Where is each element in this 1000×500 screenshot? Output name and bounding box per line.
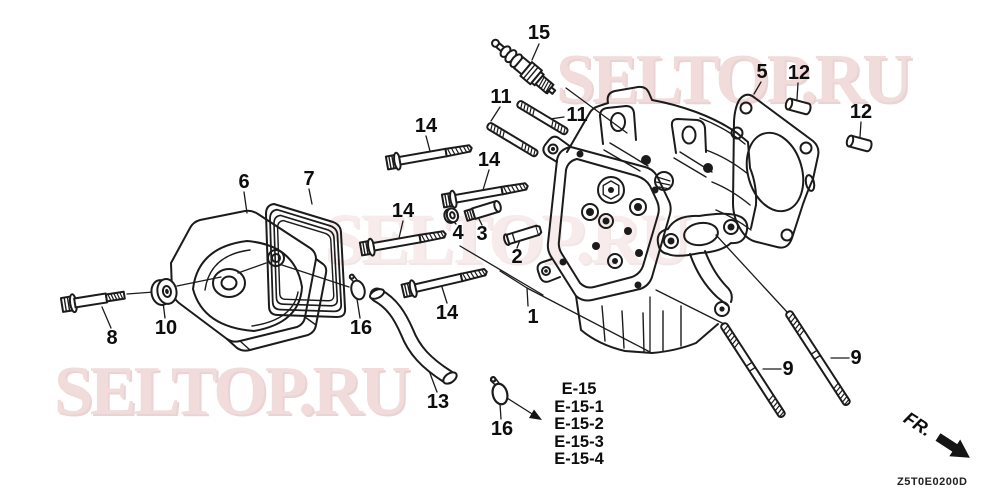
spark-plug bbox=[491, 38, 557, 95]
watermark-bottom: SELTOP.RU bbox=[54, 353, 411, 430]
leader-lines bbox=[101, 43, 862, 420]
reference-link-E-15[interactable]: E-15 bbox=[561, 380, 597, 398]
head-bolt-14-d bbox=[400, 262, 490, 301]
reference-link-E-15-3[interactable]: E-15-3 bbox=[554, 432, 604, 451]
reference-link-E-15-4[interactable]: E-15-4 bbox=[554, 450, 604, 469]
reference-link-E-15-2[interactable]: E-15-2 bbox=[554, 415, 604, 434]
dowel-pin-12-b bbox=[844, 133, 874, 154]
clamp-16-a bbox=[346, 271, 368, 302]
stud-9-a bbox=[719, 321, 787, 420]
head-bolt-14-a bbox=[384, 138, 475, 173]
valve-cover bbox=[170, 209, 328, 352]
stud-11-a bbox=[485, 120, 540, 159]
washer-4 bbox=[443, 207, 460, 224]
pivot-3 bbox=[463, 200, 502, 222]
cover-bolt-8 bbox=[59, 290, 126, 314]
cylinder-head bbox=[536, 85, 758, 354]
fr-arrow-icon bbox=[935, 433, 970, 458]
diagram-code: Z5T0E0200D bbox=[897, 476, 968, 488]
reference-link-E-15-1[interactable]: E-15-1 bbox=[554, 397, 604, 416]
clamp-16-b bbox=[487, 373, 511, 408]
watermark-top: SELTOP.RU bbox=[556, 41, 913, 118]
seal-washer-10 bbox=[150, 278, 178, 306]
head-gasket bbox=[730, 93, 820, 249]
cover-gasket bbox=[265, 203, 347, 318]
pin-bolt-2 bbox=[503, 224, 543, 247]
dowel-pin-12-a bbox=[783, 96, 813, 117]
head-bolt-14-c bbox=[358, 224, 449, 259]
breather-hose bbox=[368, 287, 458, 385]
